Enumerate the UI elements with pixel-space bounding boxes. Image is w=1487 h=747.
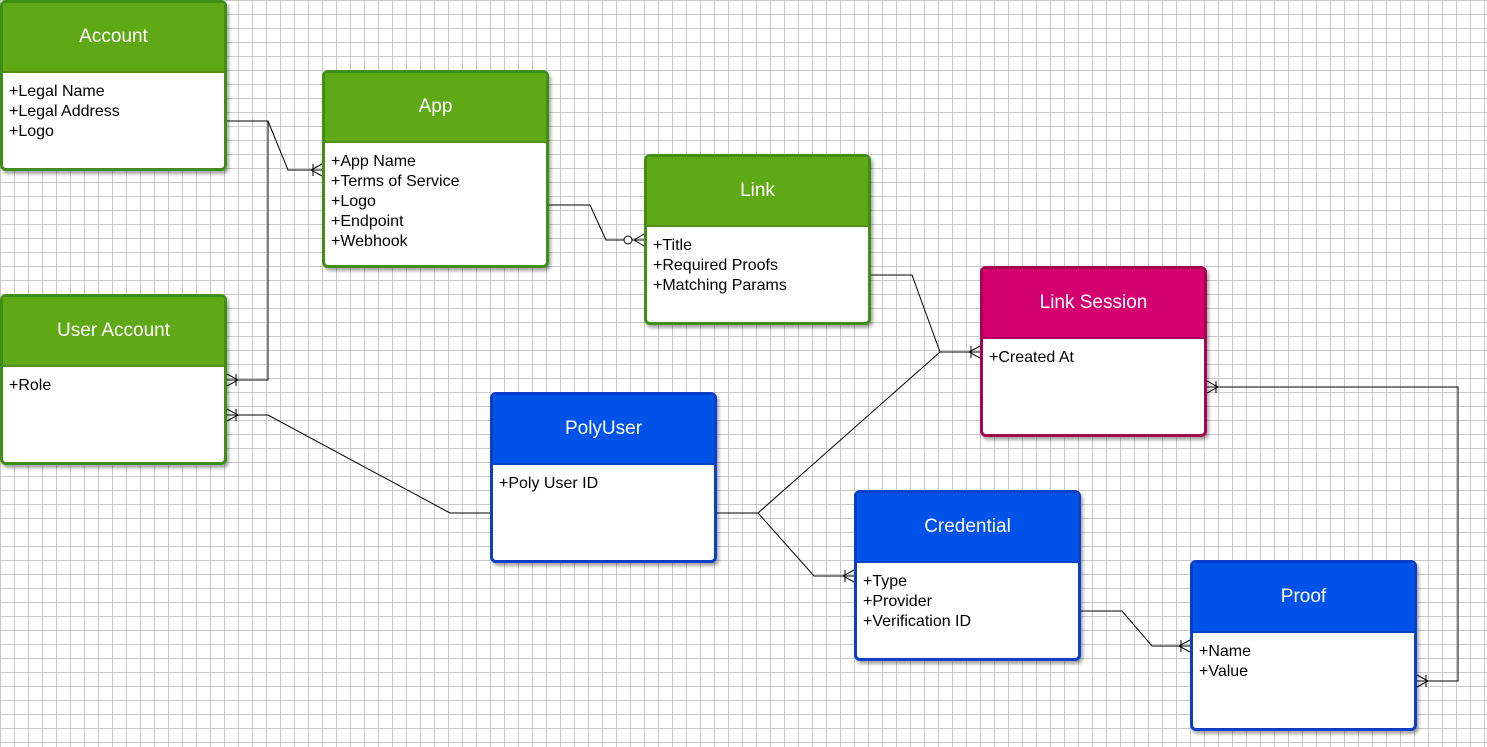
entity-user-account[interactable]: User Account +Role [0, 294, 227, 465]
entity-title: PolyUser [493, 395, 714, 465]
crowfoot-many-link [633, 233, 645, 247]
crowfoot-many-useraccount-top [226, 373, 240, 387]
entity-attributes: +Type +Provider +Verification ID [857, 563, 1078, 632]
entity-link-session[interactable]: Link Session +Created At [980, 266, 1207, 437]
entity-polyuser[interactable]: PolyUser +Poly User ID [490, 392, 717, 563]
connector-app-link [549, 204, 644, 241]
connector-account-app [227, 120, 322, 171]
crowfoot-many-app [309, 163, 323, 177]
connector-app-useraccount [227, 121, 269, 381]
attribute: +App Name [331, 153, 416, 170]
entity-attributes: +Created At [983, 339, 1204, 368]
connector-link-linksession [871, 274, 980, 353]
entity-attributes: +Poly User ID [493, 465, 714, 494]
crowfoot-many-linksession [967, 345, 981, 359]
crowfoot-zero-link [623, 235, 633, 245]
attribute: +Verification ID [863, 613, 972, 630]
attribute: +Provider [863, 593, 932, 610]
attribute: +Name [1199, 643, 1252, 660]
attribute: +Title [653, 237, 692, 254]
connector-polyuser-linksession [717, 351, 941, 514]
crowfoot-many-useraccount-bottom [226, 408, 240, 422]
attribute: +Terms of Service [331, 173, 460, 190]
attribute: +Role [9, 377, 52, 394]
attribute: +Legal Name [9, 83, 105, 100]
entity-attributes: +Legal Name +Legal Address +Logo [3, 73, 224, 142]
connector-credential-proof [1081, 610, 1190, 647]
entity-proof[interactable]: Proof +Name +Value [1190, 560, 1417, 731]
attribute: +Created At [989, 349, 1074, 366]
entity-app[interactable]: App +App Name +Terms of Service +Logo +E… [322, 70, 549, 268]
crowfoot-many-credential [841, 569, 855, 583]
attribute: +Type [863, 573, 908, 590]
attribute: +Value [1199, 663, 1249, 680]
attribute: +Required Proofs [653, 257, 778, 274]
entity-title: Credential [857, 493, 1078, 563]
entity-title: Account [3, 3, 224, 73]
entity-attributes: +App Name +Terms of Service +Logo +Endpo… [325, 143, 546, 252]
connector-polyuser-credential [757, 512, 854, 577]
entity-title: User Account [3, 297, 224, 367]
crowfoot-many-proof-right [1416, 674, 1430, 688]
attribute: +Logo [9, 123, 54, 140]
entity-title: Link Session [983, 269, 1204, 339]
attribute: +Matching Params [653, 277, 787, 294]
crowfoot-many-linksession-right [1206, 380, 1220, 394]
crowfoot-many-proof-left [1177, 639, 1191, 653]
entity-title: Proof [1193, 563, 1414, 633]
entity-attributes: +Role [3, 367, 224, 396]
entity-link[interactable]: Link +Title +Required Proofs +Matching P… [644, 154, 871, 325]
entity-account[interactable]: Account +Legal Name +Legal Address +Logo [0, 0, 227, 171]
entity-credential[interactable]: Credential +Type +Provider +Verification… [854, 490, 1081, 661]
entity-title: Link [647, 157, 868, 227]
attribute: +Webhook [331, 233, 408, 250]
entity-title: App [325, 73, 546, 143]
attribute: +Endpoint [331, 213, 404, 230]
connector-polyuser-useraccount [227, 414, 490, 514]
entity-attributes: +Name +Value [1193, 633, 1414, 682]
attribute: +Legal Address [9, 103, 120, 120]
entity-attributes: +Title +Required Proofs +Matching Params [647, 227, 868, 296]
attribute: +Logo [331, 193, 376, 210]
attribute: +Poly User ID [499, 475, 599, 492]
